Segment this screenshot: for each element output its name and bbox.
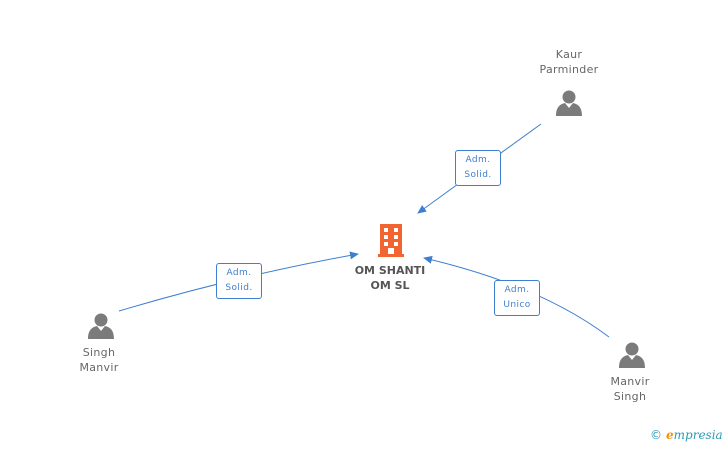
brand-name: mpresia bbox=[673, 428, 723, 442]
company-name-line2: OM SL bbox=[370, 279, 410, 292]
person-label-singh-manvir[interactable]: Singh Manvir bbox=[39, 345, 159, 375]
person-label-kaur-parminder[interactable]: Kaur Parminder bbox=[509, 47, 629, 77]
building-icon[interactable] bbox=[378, 224, 404, 257]
person-name-line2: Parminder bbox=[539, 63, 599, 76]
person-label-manvir-singh[interactable]: Manvir Singh bbox=[570, 374, 690, 404]
empresia-watermark: © empresia bbox=[650, 428, 723, 442]
person-icon[interactable] bbox=[556, 90, 582, 117]
person-name-line2: Singh bbox=[613, 390, 647, 403]
person-name-line1: Kaur bbox=[555, 48, 583, 61]
brand-initial: e bbox=[666, 428, 674, 442]
role-line2: Solid. bbox=[464, 170, 492, 180]
role-badge-kaur[interactable]: Adm. Solid. bbox=[455, 150, 501, 186]
copyright-symbol: © bbox=[650, 428, 662, 442]
role-line1: Adm. bbox=[226, 268, 252, 278]
role-badge-manvir-singh[interactable]: Adm. Unico bbox=[494, 280, 540, 316]
company-name[interactable]: OM SHANTI OM SL bbox=[320, 263, 460, 293]
company-name-line1: OM SHANTI bbox=[354, 264, 426, 277]
person-icon[interactable] bbox=[88, 313, 114, 340]
role-line2: Unico bbox=[503, 300, 531, 310]
person-name-line1: Manvir bbox=[610, 375, 650, 388]
role-badge-singh-manvir[interactable]: Adm. Solid. bbox=[216, 263, 262, 299]
role-line1: Adm. bbox=[465, 155, 491, 165]
person-name-line2: Manvir bbox=[79, 361, 119, 374]
person-name-line1: Singh bbox=[82, 346, 116, 359]
person-icon[interactable] bbox=[619, 342, 645, 369]
role-line1: Adm. bbox=[504, 285, 530, 295]
role-line2: Solid. bbox=[225, 283, 253, 293]
